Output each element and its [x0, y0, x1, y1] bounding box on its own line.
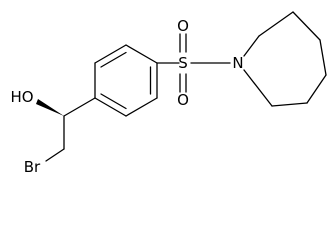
ring-double-bond-bottom	[100, 93, 127, 110]
ring-bond-bottom-right	[125, 97, 158, 117]
ring-bond-top	[94, 44, 127, 64]
atom-sulfur: S	[178, 54, 188, 72]
wedge-bond-hydroxyl	[36, 99, 64, 116]
atom-nitrogen: N	[232, 54, 243, 72]
atom-hydroxyl: HO	[10, 88, 33, 106]
azepane-ring	[243, 11, 327, 107]
azepane-bond-n-c1	[243, 35, 260, 57]
atom-bromine: Br	[24, 158, 41, 176]
azepane-bond-c4-c5	[306, 74, 327, 104]
azepane-bond-c1-c2	[258, 11, 294, 37]
azepane-bond-c2-c3	[292, 11, 321, 41]
bond-ch2-bromine	[45, 148, 65, 162]
bond-ring-chiral-carbon	[63, 97, 96, 117]
ring-bond-bottom-left	[94, 97, 127, 117]
ring-bond-top-right	[125, 44, 158, 64]
molecule-structure: HO S O O N Br	[10, 11, 327, 176]
azepane-bond-c6-n	[243, 69, 273, 107]
sulfonyl-group	[179, 33, 231, 93]
azepane-bond-c3-c4	[319, 39, 327, 76]
azepane-bond-c5-c6	[271, 102, 308, 107]
benzene-ring	[94, 44, 158, 117]
atom-oxygen-bottom: O	[177, 91, 189, 109]
atom-oxygen-top: O	[177, 17, 189, 35]
ring-double-bond-top	[100, 51, 127, 68]
